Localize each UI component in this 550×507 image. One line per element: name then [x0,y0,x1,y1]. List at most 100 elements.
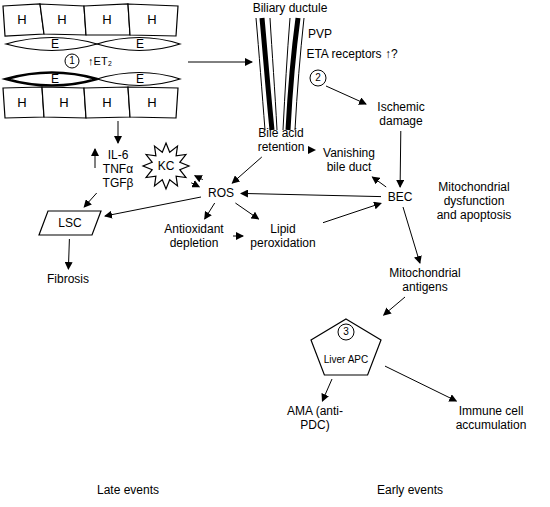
process-text: Ischemic damage [370,100,432,128]
node-text: AMA (anti-PDC) [282,404,348,432]
process-text: Antioxidant depletion [158,222,230,250]
cytokine-list: IL-6TNFαTGFβ [98,148,138,190]
node-text: Antioxidant depletion [158,222,230,250]
node-text: Mitochondrial antigens [380,266,470,294]
node-text: Vanishing bile duct [318,146,380,174]
flow-arrow [323,203,381,222]
endothelial-cell [97,73,180,86]
section-label: Late events [97,483,159,497]
hepatocyte-cell [128,4,178,36]
node-text: Fibrosis [38,272,98,286]
callout-circle [310,70,326,86]
flow-arrow [235,203,258,219]
cell-letter: H [17,13,26,27]
penta-shape [311,319,381,375]
node-text: Mitochondrial dysfunction and apoptosis [432,180,516,222]
flow-arrow [384,297,405,315]
flow-arrow [232,157,261,183]
node-text: KC [158,159,175,173]
cell-letter: H [147,96,156,110]
flow-arrow [205,203,215,219]
process-text: Vanishing bile duct [318,146,380,174]
hepatocyte-row [3,4,178,36]
flow-arrow [68,239,69,269]
node-text: ROS [204,186,238,200]
duct-wall [288,18,298,130]
endothelial-cell [6,73,97,86]
process-text: Mitochondrial antigens [380,266,470,294]
cell-letter: H [17,96,26,110]
cell-letter: H [57,13,66,27]
endothelial-cell [97,38,180,51]
callout-number: 2 [315,71,321,85]
node-text: Immune cell accumulation [448,404,534,432]
node-text: IL-6 [98,148,138,162]
node-text: Lipid peroxidation [246,222,320,250]
hepatocyte-cell [3,87,44,118]
flow-arrow [326,86,366,104]
hepatocyte-row [3,87,178,118]
section-label: Early events [377,483,443,497]
stellate-parallelogram: LSC [38,210,102,236]
biliary-ductule [256,18,304,130]
process-text: Bile acid retention [250,126,312,154]
cell-letter: H [102,13,111,27]
duct-lumen [270,18,277,130]
process-text: Mitochondrial dysfunction and apoptosis [432,180,516,222]
annotation: ETA receptors ↑? [306,47,397,61]
cell-letter: H [102,96,111,110]
flow-arrow [191,183,199,187]
cell-letter: E [136,72,144,86]
cell-letter: E [136,37,144,51]
flow-arrow [195,176,203,180]
node-text: Liver APC [324,354,368,366]
hepatocyte-cell [42,87,86,118]
cell-letter: E [51,37,59,51]
flow-arrow [118,121,119,143]
process-text: ROS [204,186,238,200]
callout-number: 3 [343,325,349,339]
callout-circle [338,324,354,340]
hepatocyte-cell [3,4,44,36]
increase-arrow [95,149,96,168]
flow-arrow [105,197,201,216]
flow-arrow [403,207,420,263]
duct-outline [256,18,265,130]
hepatocyte-cell [40,4,86,35]
flow-arrow [400,131,402,187]
node-text: Bile acid retention [250,126,312,154]
hepatocyte-cell [84,4,130,35]
endothelial-row [6,38,180,51]
node-text: BEC [384,190,416,204]
outcome-text: Fibrosis [38,272,98,286]
endothelial-row [6,73,180,86]
flow-arrow [84,193,97,207]
part-name: Biliary ductule [253,1,328,15]
node-text: LSC [58,216,81,230]
endothelial-cell [6,38,97,51]
callout-circle [65,54,79,68]
callout-number: 1 [69,54,75,68]
part-name: PVP [308,27,332,41]
process-text: Lipid peroxidation [246,222,320,250]
flow-arrow [241,193,381,196]
outcome-text: AMA (anti-PDC) [282,404,348,432]
flow-arrow [188,62,252,63]
para-shape [39,211,101,235]
duct-lumen [283,18,290,130]
annotation: ↑ET₂ [88,54,112,68]
node-text: TNFα [98,162,138,176]
kupffer-star: KC [142,142,190,190]
flow-arrow [385,366,456,401]
hepatocyte-cell [128,87,178,118]
cell-letter: E [51,72,59,86]
process-text: BEC [384,190,416,204]
node-text: TGFβ [98,176,138,190]
star-shape [143,143,189,189]
outcome-text: Immune cell accumulation [448,404,534,432]
hepatocyte-cell [84,87,130,118]
cell-letter: H [59,96,68,110]
node-text: Ischemic damage [370,100,432,128]
duct-outline [295,18,304,130]
